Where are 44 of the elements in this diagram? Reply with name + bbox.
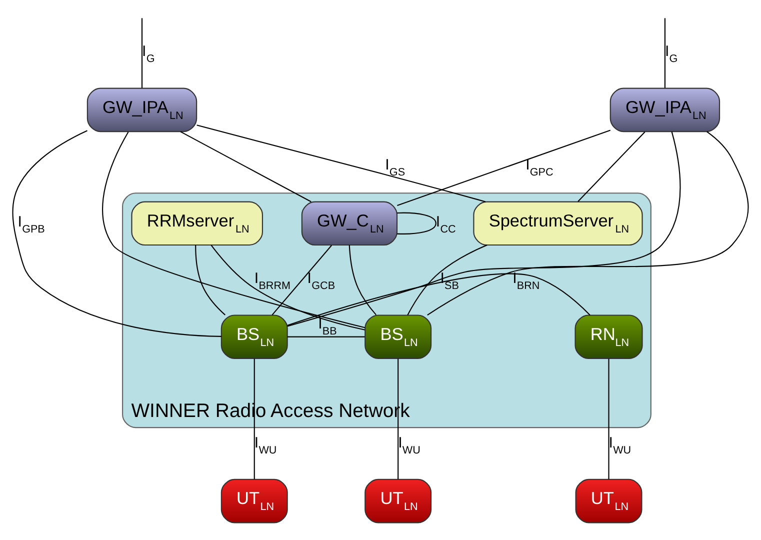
node-box: UT$_{LN}$: [220, 478, 288, 524]
edge-label: I$_{CC}$: [436, 213, 456, 236]
connector: [427, 131, 749, 316]
connector: [287, 273, 590, 326]
connector: [254, 358, 255, 480]
connector: [287, 336, 365, 338]
node-box: GW_IPA$_{LN}$: [86, 88, 198, 132]
edge-label: I$_{BRRM}$: [254, 270, 290, 292]
node-box: BS$_{LN}$: [220, 314, 288, 359]
connector: [407, 244, 488, 316]
connector: [348, 245, 376, 316]
connector: [608, 358, 610, 480]
connector: [578, 132, 646, 202]
connector: [196, 124, 486, 202]
connector: [287, 132, 681, 327]
edge-label: I$_{G}$: [664, 43, 678, 66]
edge-label: I$_{GCB}$: [307, 270, 336, 292]
connector: [102, 132, 366, 328]
edge-label: I$_{WU}$: [608, 434, 632, 456]
connector: [195, 245, 226, 316]
node-box: UT$_{LN}$: [364, 478, 432, 524]
node-box: BS$_{LN}$: [364, 314, 432, 359]
edge-label: I$_{GS}$: [385, 156, 406, 179]
node-box: RN$_{LN}$: [574, 314, 643, 359]
edge-label: I$_{G}$: [142, 43, 155, 66]
connector: [397, 212, 436, 234]
node-box: SpectrumServer$_{LN}$: [473, 201, 643, 246]
edge-label: I$_{BB}$: [318, 315, 337, 338]
connector: [397, 130, 611, 206]
node-box: GW_IPA$_{LN}$: [610, 88, 720, 132]
edge-label: I$_{WU}$: [398, 434, 420, 456]
edge-label: I$_{BRN}$: [512, 270, 540, 292]
connector: [12, 130, 222, 337]
node-box: UT$_{LN}$: [575, 478, 642, 524]
connector: [180, 131, 312, 202]
connector: [210, 244, 365, 330]
node-box: RRMserver$_{LN}$: [131, 201, 264, 246]
connector: [664, 18, 666, 88]
connector: [272, 245, 332, 316]
edge-label: I$_{GPB}$: [18, 213, 45, 236]
connector: [398, 358, 399, 480]
edge-label: I$_{WU}$: [254, 434, 277, 456]
connector: [141, 18, 143, 88]
node-box: GW_C$_{LN}$: [301, 201, 398, 246]
